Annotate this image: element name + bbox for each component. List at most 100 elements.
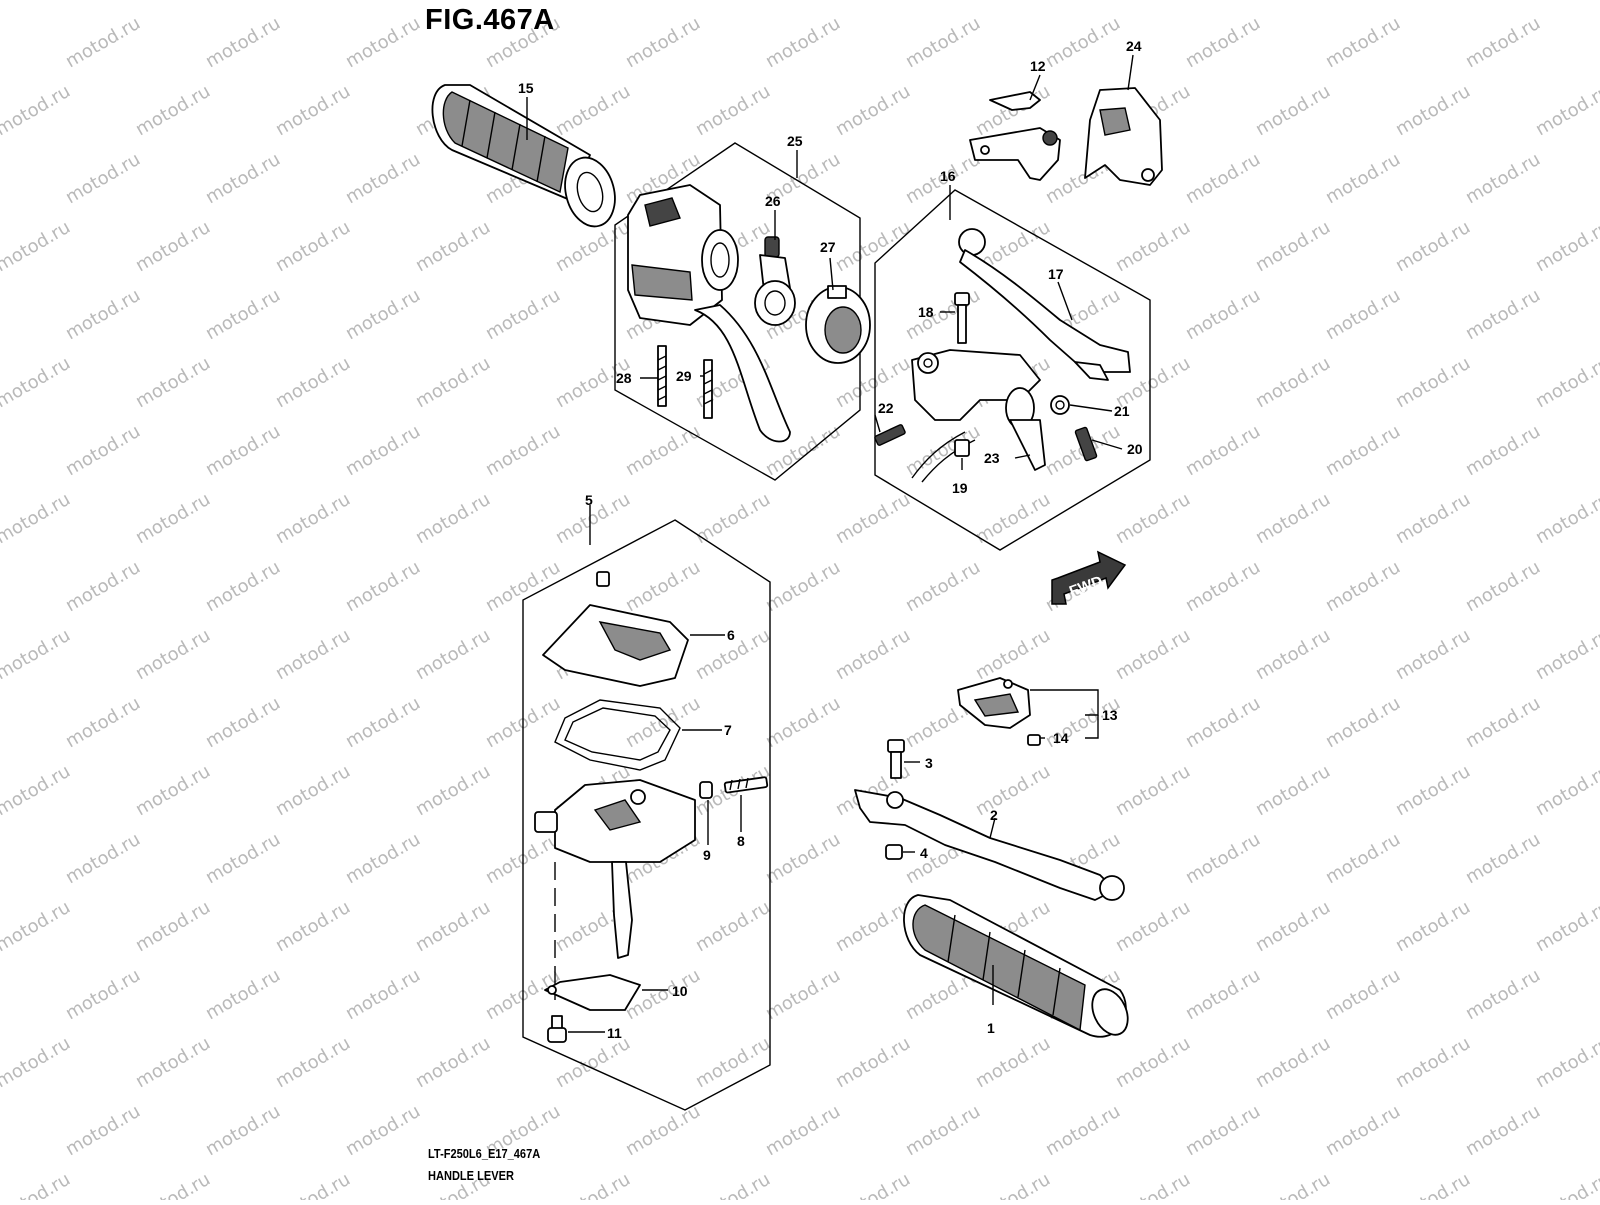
watermark-text: motod.ru (412, 761, 494, 820)
watermark-text: motod.ru (62, 1101, 144, 1160)
leader-lines (526, 54, 1134, 1033)
watermark-text: motod.ru (622, 421, 704, 480)
watermark-text: motod.ru (762, 557, 844, 616)
watermark-text: motod.ru (62, 693, 144, 752)
watermark-text: motod.ru (342, 421, 424, 480)
watermark-text: motod.ru (1532, 625, 1600, 684)
watermark-text: motod.ru (1532, 217, 1600, 276)
callout-2: 2 (990, 807, 998, 823)
callout-15: 15 (518, 80, 534, 96)
watermark-text: motod.ru (1182, 149, 1264, 208)
screw-22 (874, 424, 906, 446)
washer-9 (699, 781, 713, 799)
bracket-12 (969, 91, 1061, 181)
brake-lever-17 (958, 228, 1131, 381)
callout-18: 18 (918, 304, 934, 320)
watermark-text: motod.ru (1112, 1033, 1194, 1092)
watermark-text: motod.ru (202, 285, 284, 344)
watermark-text: motod.ru (1322, 13, 1404, 72)
watermark-text: motod.ru (132, 625, 214, 684)
watermark-text: motod.ru (1392, 489, 1474, 548)
watermark-text: motod.ru (1112, 1169, 1194, 1200)
watermark-text: motod.ru (0, 353, 74, 412)
watermark-text: motod.ru (132, 897, 214, 956)
watermark-text: motod.ru (202, 1101, 284, 1160)
pin-18 (954, 292, 970, 344)
watermark-text: motod.ru (1112, 217, 1194, 276)
watermark-text: motod.ru (1112, 0, 1194, 4)
watermark-text: motod.ru (342, 557, 424, 616)
watermark-text: motod.ru (1182, 829, 1264, 888)
watermark-text: motod.ru (342, 693, 424, 752)
screw-11 (547, 1015, 567, 1043)
watermark-text: motod.ru (832, 489, 914, 548)
callout-14: 14 (1053, 730, 1069, 746)
watermark-text: motod.ru (552, 489, 634, 548)
grip-1 (903, 894, 1129, 1038)
callout-1: 1 (987, 1020, 995, 1036)
watermark-text: motod.ru (1252, 217, 1334, 276)
watermark-text: motod.ru (132, 1033, 214, 1092)
watermark-text: motod.ru (1462, 421, 1544, 480)
watermark-text: motod.ru (0, 1169, 74, 1200)
watermark-text: motod.ru (1462, 829, 1544, 888)
watermark-text: motod.ru (132, 353, 214, 412)
watermark-text: motod.ru (1252, 625, 1334, 684)
watermark-text: motod.ru (0, 489, 74, 548)
watermark-text: motod.ru (342, 829, 424, 888)
watermark-text: motod.ru (1462, 1101, 1544, 1160)
assembly-box-16 (874, 189, 1151, 551)
callout-12: 12 (1030, 58, 1046, 74)
callout-10: 10 (672, 983, 688, 999)
watermark-text: motod.ru (1322, 149, 1404, 208)
callout-11: 11 (607, 1025, 622, 1041)
watermark-text: motod.ru (62, 421, 144, 480)
callout-8: 8 (737, 833, 745, 849)
watermark-text: motod.ru (622, 13, 704, 72)
watermark-text: motod.ru (342, 965, 424, 1024)
watermark-text: motod.ru (1392, 0, 1474, 4)
watermark-text: motod.ru (62, 557, 144, 616)
watermark-text: motod.ru (202, 693, 284, 752)
callout-26: 26 (765, 193, 781, 209)
watermark-text: motod.ru (412, 353, 494, 412)
watermark-text: motod.ru (832, 81, 914, 140)
watermark-text: motod.ru (0, 217, 74, 276)
master-cylinder-5 (534, 779, 696, 1000)
watermark-text: motod.ru (972, 761, 1054, 820)
watermark-text: motod.ru (762, 829, 844, 888)
bolt-8 (723, 776, 769, 794)
callout-28: 28 (616, 370, 632, 386)
watermark-text: motod.ru (832, 0, 914, 4)
figure-code: LT-F250L6_E17_467A (428, 1146, 541, 1161)
watermark-text: motod.ru (1392, 353, 1474, 412)
nut-19 (954, 439, 970, 457)
watermark-text: motod.ru (1182, 13, 1264, 72)
watermark-text: motod.ru (342, 285, 424, 344)
clutch-lever-2 (854, 789, 1125, 901)
watermark-text: motod.ru (272, 353, 354, 412)
watermark-text: motod.ru (552, 81, 634, 140)
callout-29: 29 (676, 368, 692, 384)
watermark-text: motod.ru (1532, 1169, 1600, 1200)
callout-27: 27 (820, 239, 836, 255)
assembly-box-5 (522, 519, 771, 1111)
watermark-text: motod.ru (1182, 1101, 1264, 1160)
watermark-text: motod.ru (1392, 217, 1474, 276)
watermark-text: motod.ru (1462, 285, 1544, 344)
callout-25: 25 (787, 133, 803, 149)
watermark-text: motod.ru (62, 285, 144, 344)
watermark-text: motod.ru (62, 829, 144, 888)
watermark-text: motod.ru (972, 489, 1054, 548)
watermark-text: motod.ru (202, 965, 284, 1024)
watermark-text: motod.ru (832, 897, 914, 956)
callout-17: 17 (1048, 266, 1064, 282)
watermark-text: motod.ru (1532, 761, 1600, 820)
callout-21: 21 (1114, 403, 1130, 419)
watermark-text: motod.ru (202, 421, 284, 480)
watermark-text: motod.ru (1462, 965, 1544, 1024)
watermark-text: motod.ru (762, 693, 844, 752)
watermark-text: motod.ru (272, 1169, 354, 1200)
watermark-text: motod.ru (202, 557, 284, 616)
